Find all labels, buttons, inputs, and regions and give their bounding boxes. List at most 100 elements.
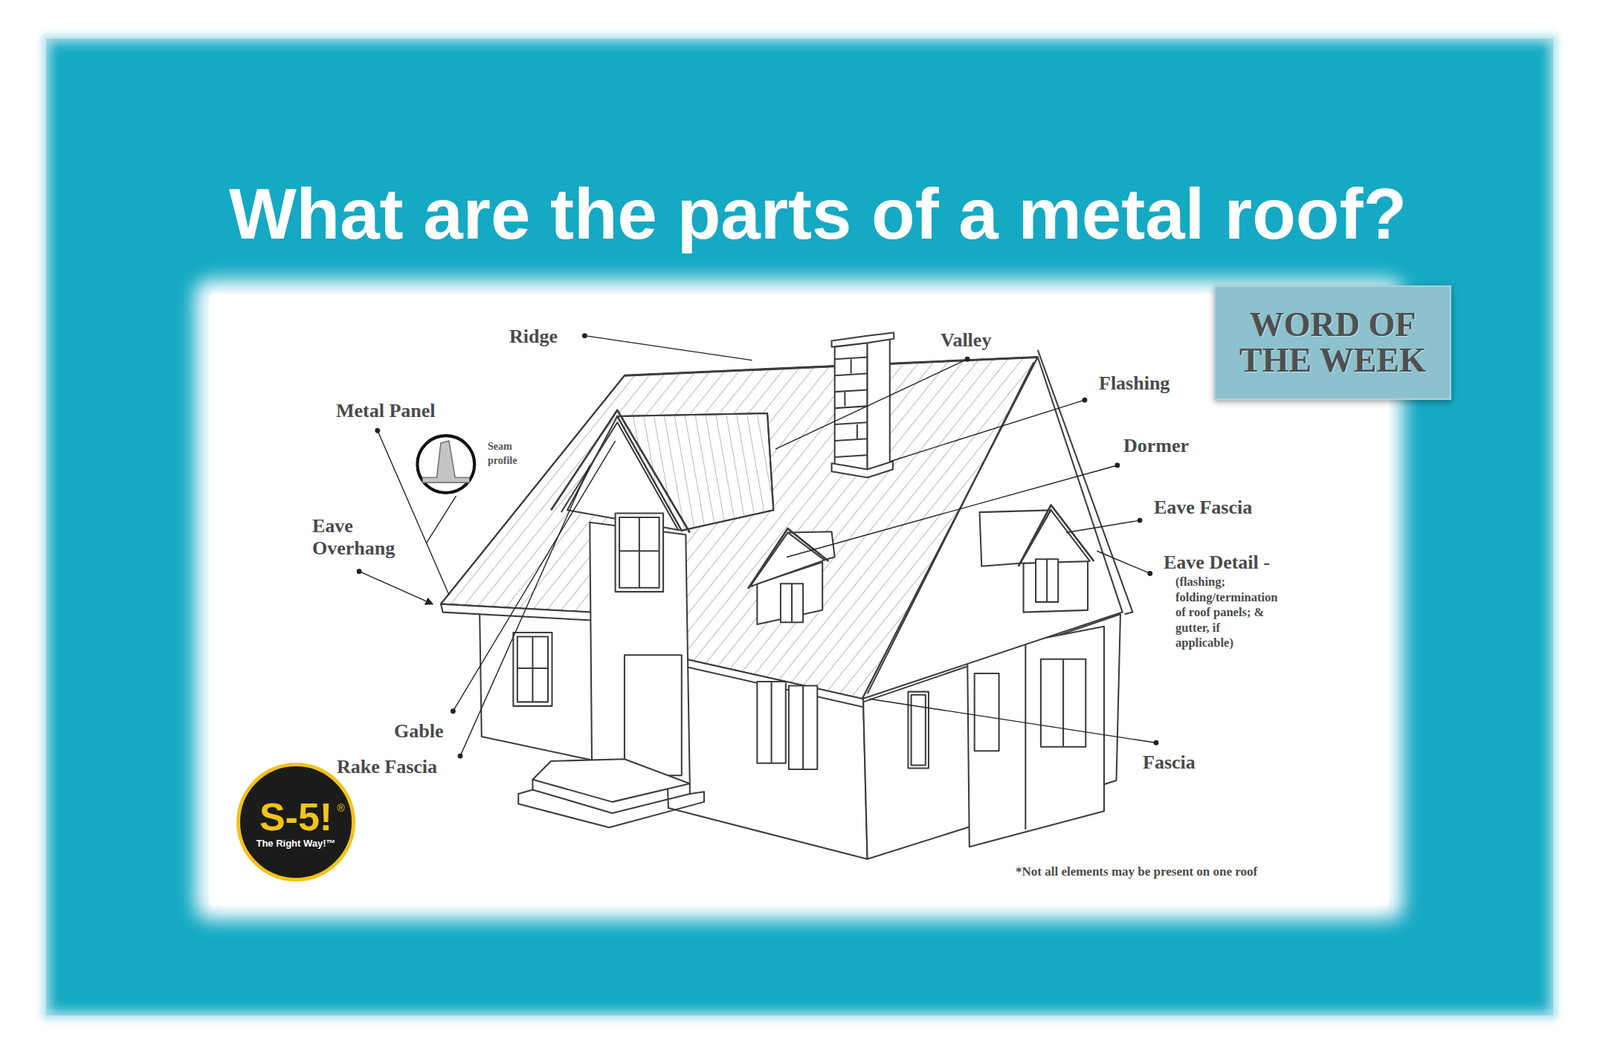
badge-text: WORD OF THE WEEK xyxy=(1228,307,1438,379)
leader-dots-part xyxy=(1114,463,1120,469)
windows-and-steps-part xyxy=(771,681,773,764)
leader-lines-part xyxy=(426,495,457,543)
part-label: Gable xyxy=(394,720,444,743)
leader-lines-part xyxy=(775,359,968,450)
part-label: Metal Panel xyxy=(336,400,436,423)
windows-and-steps-part xyxy=(517,637,548,703)
windows-and-steps xyxy=(513,632,1086,828)
windows-and-steps-part xyxy=(788,685,818,770)
part-label: Ridge xyxy=(509,325,558,348)
house-walls-part xyxy=(479,610,592,761)
house-walls-part xyxy=(967,626,1105,847)
leader-lines-part xyxy=(890,400,1085,461)
dormers-part xyxy=(791,583,793,623)
part-label: Valley xyxy=(940,329,992,352)
leader-lines-part xyxy=(460,465,590,757)
windows-and-steps-part xyxy=(1062,659,1064,748)
front-wing-part xyxy=(619,517,660,589)
seam-profile-icon-part xyxy=(422,440,470,483)
main-roof-part xyxy=(624,356,1038,376)
front-wing xyxy=(550,410,774,784)
part-label: Eave Detail - xyxy=(1163,551,1270,574)
seam-profile-icon-part xyxy=(417,435,475,493)
windows-and-steps-part xyxy=(1040,659,1086,748)
word-of-week-badge: WORD OF THE WEEK xyxy=(1214,285,1452,400)
windows-and-steps-part xyxy=(518,789,705,828)
seam-profile-icon xyxy=(417,435,475,493)
dormers-part xyxy=(780,583,803,623)
leader-lines-part xyxy=(869,698,1157,743)
leader-dots-part xyxy=(582,333,588,339)
chimney-part xyxy=(856,424,858,439)
dormers-part xyxy=(750,533,825,588)
chimney-part xyxy=(850,359,853,374)
dormers-part xyxy=(1046,559,1048,603)
chimney-part xyxy=(834,455,868,458)
footnote: *Not all elements may be present on one … xyxy=(1015,864,1258,880)
leader-lines-part xyxy=(452,440,615,712)
leader-dots-part xyxy=(965,356,971,363)
leader-lines-part xyxy=(359,571,433,605)
leader-dots-part xyxy=(450,708,456,714)
leader-dots-part xyxy=(356,568,363,574)
front-wing-part xyxy=(624,655,682,776)
front-wing-part xyxy=(615,513,664,592)
chimney-part xyxy=(834,356,868,360)
leader-lines-part xyxy=(377,430,450,595)
front-wing-part xyxy=(638,517,641,589)
windows-and-steps-part xyxy=(532,779,690,814)
logo-tagline: The Right Way!™ xyxy=(255,837,336,850)
chimney-part xyxy=(834,438,868,441)
chimney-part xyxy=(843,391,846,406)
logo-wordmark: S-5! xyxy=(259,796,333,838)
chimney-part xyxy=(834,342,868,472)
title-heading: What are the parts of a metal roof? xyxy=(185,171,1450,257)
leader-lines-part xyxy=(786,465,1118,558)
part-label: Fascia xyxy=(1142,751,1196,774)
leader-lines-part xyxy=(584,336,752,361)
windows-and-steps-part xyxy=(756,681,786,764)
windows-and-steps-part xyxy=(532,759,690,803)
chimney-part xyxy=(834,389,868,392)
brand-logo: S-5!® The Right Way!™ xyxy=(236,762,356,882)
leader-dots-part xyxy=(457,753,464,760)
leader-dots-part xyxy=(1081,397,1087,403)
part-label: Eave Overhang xyxy=(312,515,417,560)
windows-and-steps-part xyxy=(531,637,534,703)
leader-dots xyxy=(356,333,1160,759)
dormers-part xyxy=(1020,510,1090,563)
part-label: Dormer xyxy=(1123,434,1189,458)
part-label: Rake Fascia xyxy=(336,756,438,779)
part-note: (flashing; folding/termination of roof p… xyxy=(1175,574,1281,652)
leader-dots-part xyxy=(1147,571,1153,577)
dormers-part xyxy=(1018,504,1095,566)
windows-and-steps-part xyxy=(974,673,1000,751)
windows-and-steps-part xyxy=(517,667,548,670)
front-wing-part xyxy=(619,550,660,552)
leader-lines-part xyxy=(1066,520,1140,533)
windows-and-steps-part xyxy=(802,685,804,770)
chimney-part xyxy=(834,373,868,376)
windows-and-steps-part xyxy=(513,632,552,707)
leader-dots-part xyxy=(1137,518,1143,524)
chimney-part xyxy=(831,333,895,348)
right-gable-part xyxy=(862,356,1123,699)
registered-mark: ® xyxy=(336,802,345,814)
leader-lines xyxy=(359,336,1157,757)
leader-lines-part xyxy=(1096,550,1150,574)
chimney-part xyxy=(831,460,893,478)
dormers xyxy=(747,504,1094,625)
leader-dots-part xyxy=(1153,740,1160,746)
icon-caption: Seam profile xyxy=(487,439,533,468)
chimney-part xyxy=(834,422,868,425)
chimney xyxy=(831,333,895,479)
house-walls-part xyxy=(1024,641,1027,830)
part-label: Eave Fascia xyxy=(1153,496,1253,519)
windows-and-steps-part xyxy=(907,692,928,769)
chimney-part xyxy=(867,339,890,472)
dormers-part xyxy=(747,528,829,589)
dormers-part xyxy=(1035,559,1058,603)
leader-dots-part xyxy=(374,428,380,434)
